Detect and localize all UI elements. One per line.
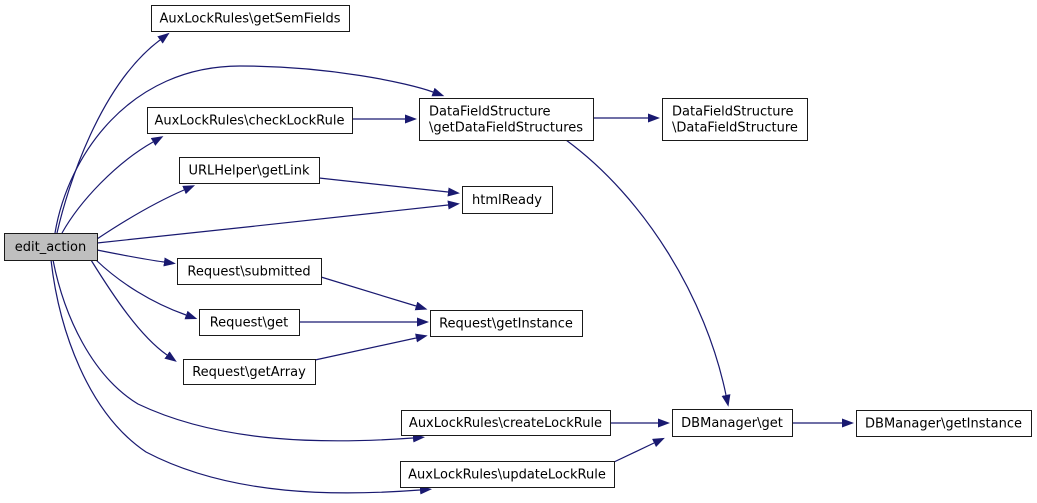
node-box-request-submitted[interactable] [177, 258, 322, 285]
node-htmlready[interactable]: htmlReady [462, 186, 553, 214]
node-label-htmlready: htmlReady [472, 193, 542, 208]
node-box-dbmanager-getinstance[interactable] [856, 410, 1032, 437]
node-label-request-getinstance: Request\getInstance [439, 317, 573, 332]
node-label-getsemfields: AuxLockRules\getSemFields [160, 12, 341, 27]
node-request-get[interactable]: Request\get [199, 309, 300, 336]
node-box-getsemfields[interactable] [151, 5, 350, 32]
node-box-datafieldstructure-ctor[interactable] [662, 98, 808, 141]
node-label-dbmanager-get: DBManager\get [681, 416, 783, 431]
edge-edit-action-to-getsemfields [56, 32, 170, 234]
node-label-getdatafieldstructures-line1: DataFieldStructure [429, 105, 551, 120]
node-box-checklockrule[interactable] [147, 107, 353, 134]
edge-edit-action-to-checklockrule [61, 136, 164, 234]
edge-edit-action-to-createlockrule [52, 259, 425, 443]
edge-edit-action-to-request-getarray [90, 259, 177, 362]
node-label-urlhelper-getlink: URLHelper\getLink [188, 164, 310, 179]
node-box-dbmanager-get[interactable] [672, 409, 793, 437]
edge-edit-action-to-request-submitted [96, 249, 176, 267]
node-box-request-get[interactable] [199, 309, 300, 336]
node-label-request-submitted: Request\submitted [187, 265, 310, 280]
node-dbmanager-get[interactable]: DBManager\get [672, 409, 793, 437]
node-datafieldstructure-ctor[interactable]: DataFieldStructure\DataFieldStructure [662, 98, 808, 141]
edge-edit-action-to-getdatafieldstructures [54, 65, 445, 234]
edge-request-getarray-to-request-getinstance [314, 333, 428, 361]
node-label-datafieldstructure-ctor-line1: DataFieldStructure [672, 105, 794, 120]
node-urlhelper-getlink[interactable]: URLHelper\getLink [179, 157, 320, 184]
node-box-updatelockrule[interactable] [400, 461, 615, 488]
node-request-submitted[interactable]: Request\submitted [177, 258, 322, 285]
node-label-request-get: Request\get [210, 316, 289, 331]
edge-urlhelper-getlink-to-htmlready [318, 177, 460, 197]
node-getdatafieldstructures[interactable]: DataFieldStructure\getDataFieldStructure… [419, 98, 594, 141]
node-getsemfields[interactable]: AuxLockRules\getSemFields [151, 5, 350, 32]
edge-edit-action-to-request-get [95, 259, 198, 320]
node-checklockrule[interactable]: AuxLockRules\checkLockRule [147, 107, 353, 134]
node-dbmanager-getinstance[interactable]: DBManager\getInstance [856, 410, 1032, 437]
node-edit-action[interactable]: edit_action [4, 233, 98, 261]
node-box-htmlready[interactable] [462, 186, 553, 214]
node-box-request-getinstance[interactable] [430, 310, 583, 337]
edge-edit-action-to-htmlready [96, 200, 460, 244]
node-box-createlockrule[interactable] [401, 410, 611, 436]
node-label-createlockrule: AuxLockRules\createLockRule [409, 416, 602, 431]
node-updatelockrule[interactable]: AuxLockRules\updateLockRule [400, 461, 615, 488]
node-createlockrule[interactable]: AuxLockRules\createLockRule [401, 410, 611, 436]
node-label-checklockrule: AuxLockRules\checkLockRule [155, 114, 345, 129]
edge-edit-action-to-urlhelper-getlink [96, 185, 196, 240]
edge-updatelockrule-to-dbmanager-get [613, 437, 665, 463]
edge-request-submitted-to-request-getinstance [320, 276, 428, 311]
node-label-request-getarray: Request\getArray [192, 365, 306, 380]
node-label-edit-action: edit_action [15, 240, 86, 255]
node-box-edit-action[interactable] [4, 233, 98, 261]
node-box-getdatafieldstructures[interactable] [419, 98, 594, 141]
node-label-dbmanager-getinstance: DBManager\getInstance [865, 417, 1022, 432]
edge-getdatafieldstructures-to-dbmanager-get [565, 139, 731, 407]
node-request-getarray[interactable]: Request\getArray [183, 359, 316, 385]
edge-edit-action-to-updatelockrule [50, 259, 432, 495]
node-label-datafieldstructure-ctor-line2: \DataFieldStructure [672, 121, 798, 136]
node-label-updatelockrule: AuxLockRules\updateLockRule [408, 468, 606, 483]
node-box-urlhelper-getlink[interactable] [179, 157, 320, 184]
node-label-getdatafieldstructures-line2: \getDataFieldStructures [429, 121, 583, 136]
node-box-request-getarray[interactable] [183, 359, 316, 385]
node-request-getinstance[interactable]: Request\getInstance [430, 310, 583, 337]
